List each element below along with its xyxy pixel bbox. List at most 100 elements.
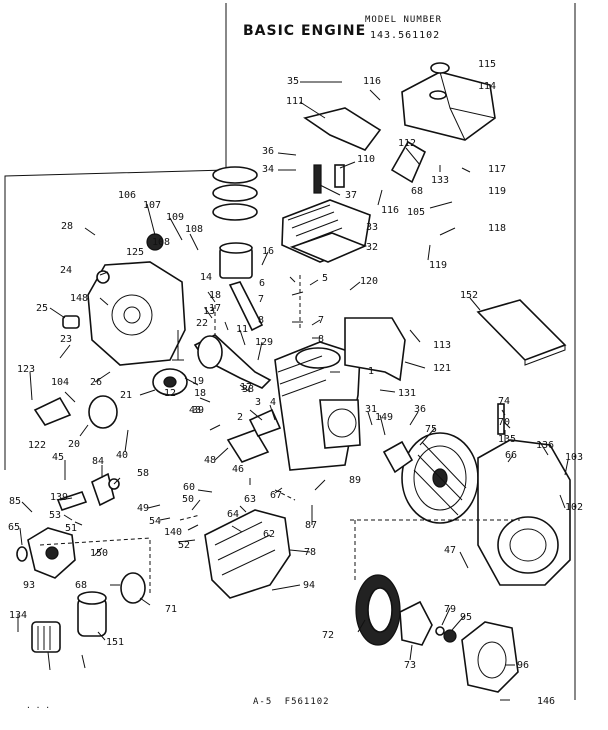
part-starter-cup (399, 600, 433, 646)
callout-107: 107 (143, 200, 161, 211)
part-ignition-coil (382, 440, 414, 474)
callout-136: 136 (536, 440, 554, 451)
part-valve (172, 330, 184, 361)
callout-151: 151 (106, 637, 124, 648)
callout-121: 121 (433, 363, 451, 374)
callout-53: 53 (49, 510, 61, 521)
callout-148: 148 (70, 293, 88, 304)
part-filter-cup (31, 621, 61, 653)
callout-123: 123 (17, 364, 35, 375)
part-tank-bracket (390, 140, 427, 184)
callout-68: 68 (411, 186, 423, 197)
callout-31: 31 (365, 404, 377, 415)
part-filter-element (77, 591, 107, 637)
callout-96: 96 (517, 660, 529, 671)
callout-21: 21 (120, 390, 132, 401)
part-crankcase-cover (87, 261, 186, 366)
callout-68: 68 (75, 580, 87, 591)
part-filter-pad (476, 299, 567, 366)
callout-39: 39 (192, 405, 204, 416)
callout-135: 135 (498, 434, 516, 445)
callout-111: 111 (286, 96, 304, 107)
model-number-value: 143.561102 (370, 30, 441, 41)
callout-45: 45 (52, 452, 64, 463)
part-piston (219, 242, 253, 279)
callout-116: 116 (381, 205, 399, 216)
callout-105: 105 (407, 207, 425, 218)
callout-16: 16 (262, 246, 274, 257)
part-cylinder-head (281, 199, 371, 263)
callout-140: 140 (164, 527, 182, 538)
callout-84: 84 (92, 456, 104, 467)
callout-34: 34 (262, 164, 274, 175)
part-gasket (248, 408, 282, 437)
callout-146: 146 (537, 696, 555, 707)
part-nut (443, 629, 457, 643)
callout-104: 104 (51, 377, 69, 388)
callout-24: 24 (60, 265, 72, 276)
callout-12: 12 (164, 388, 176, 399)
callout-17: 17 (240, 382, 252, 393)
callout-102: 102 (565, 502, 583, 513)
callout-71: 71 (165, 604, 177, 615)
callout-74: 74 (498, 396, 510, 407)
callout-52: 52 (178, 540, 190, 551)
callout-67: 67 (270, 490, 282, 501)
callout-150: 150 (90, 548, 108, 559)
part-fuel-fitting (16, 546, 28, 562)
callout-48: 48 (204, 455, 216, 466)
leader-lines (17, 81, 569, 701)
callout-85: 85 (9, 496, 21, 507)
callout-116: 116 (363, 76, 381, 87)
callout-36: 36 (262, 146, 274, 157)
callout-103: 103 (565, 452, 583, 463)
part-stud (334, 164, 345, 188)
part-spark-plug (313, 164, 322, 194)
callout-4: 4 (270, 397, 276, 408)
callout-113: 113 (433, 340, 451, 351)
callout-110: 110 (357, 154, 375, 165)
part-piston-rings (212, 166, 258, 221)
page-reference: A-5 F561102 (253, 697, 330, 707)
part-washer (435, 626, 445, 636)
part-cylinder-block (274, 341, 361, 471)
callout-118: 118 (488, 223, 506, 234)
callout-129: 129 (255, 337, 273, 348)
callout-17: 17 (209, 303, 221, 314)
part-blower-housing (477, 439, 571, 586)
callout-112: 112 (398, 138, 416, 149)
callout-32: 32 (366, 242, 378, 253)
callout-51: 51 (65, 523, 77, 534)
callout-63: 63 (244, 494, 256, 505)
callout-2: 2 (237, 412, 243, 423)
part-base-pan (204, 509, 291, 599)
diagram-title: BASIC ENGINE (243, 23, 367, 39)
callout-106: 106 (118, 190, 136, 201)
callout-114: 114 (478, 81, 496, 92)
callout-131: 131 (398, 388, 416, 399)
callout-122: 122 (28, 440, 46, 451)
part-carburetor (27, 527, 76, 579)
callout-58: 58 (137, 468, 149, 479)
callout-75: 75 (425, 424, 437, 435)
callout-119: 119 (488, 186, 506, 197)
callout-7: 7 (258, 294, 264, 305)
part-fuel-tank (401, 62, 496, 141)
callout-5: 5 (322, 273, 328, 284)
part-starter-pulley (355, 574, 401, 646)
callout-3: 3 (255, 397, 261, 408)
callout-115: 115 (478, 59, 496, 70)
callout-49: 49 (137, 503, 149, 514)
part-bushing (62, 315, 80, 329)
callout-108: 108 (185, 224, 203, 235)
callout-62: 62 (263, 529, 275, 540)
callout-109: 109 (166, 212, 184, 223)
callout-149: 149 (375, 412, 393, 423)
callout-1: 1 (368, 366, 374, 377)
callout-33: 33 (366, 222, 378, 233)
callout-65: 65 (8, 522, 20, 533)
callout-14: 14 (200, 272, 212, 283)
part-link (56, 491, 88, 511)
